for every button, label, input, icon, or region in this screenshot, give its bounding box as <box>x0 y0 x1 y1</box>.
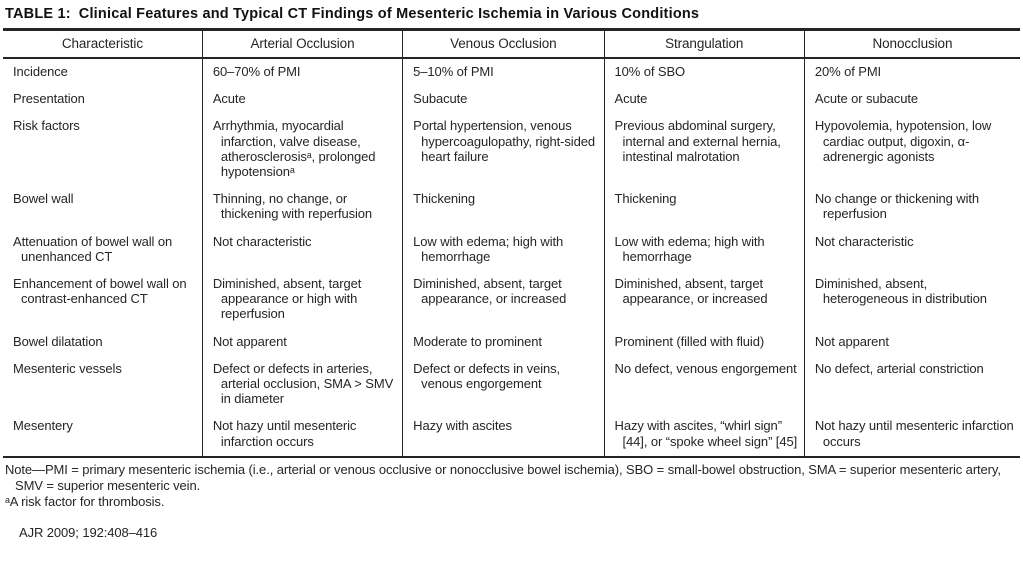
cell-arterial: Not hazy until mesenteric infarction occ… <box>212 418 357 449</box>
cell-arterial: 60–70% of PMI <box>212 64 301 79</box>
table-number-label: TABLE 1: <box>5 6 71 22</box>
row-label: Bowel dilatation <box>13 333 103 349</box>
note-footnote-a: ᵃA risk factor for thrombosis. <box>5 494 165 510</box>
table-title-text: Clinical Features and Typical CT Finding… <box>78 6 700 22</box>
cell-arterial: Not apparent <box>212 333 287 349</box>
cell-strangulation: Acute <box>614 91 648 107</box>
column-header-nonocclusion: Nonocclusion <box>803 29 1020 59</box>
cell-arterial: Arrhythmia, myocardial infarction, valve… <box>212 118 376 180</box>
cell-nonocclusion: Not apparent <box>814 333 889 349</box>
table-row-presentation: Presentation Acute Subacute Acute Acute … <box>3 86 1020 114</box>
cell-strangulation: Low with edema; high with hemorrhage <box>614 233 765 264</box>
table-notes: Note—PMI = primary mesenteric ischemia (… <box>3 458 1020 541</box>
row-label: Enhancement of bowel wall on contrast-en… <box>13 276 187 307</box>
cell-strangulation: Prominent (filled with fluid) <box>614 333 765 349</box>
table-row-attenuation: Attenuation of bowel wall on unenhanced … <box>3 228 1020 272</box>
table-title: TABLE 1: Clinical Features and Typical CT… <box>3 4 1020 28</box>
cell-arterial: Acute <box>212 91 246 107</box>
cell-nonocclusion: Hypovolemia, hypotension, low cardiac ou… <box>814 118 992 164</box>
cell-nonocclusion: Acute or subacute <box>814 91 918 107</box>
column-header-arterial-occlusion: Arterial Occlusion <box>201 29 403 59</box>
cell-venous: Diminished, absent, target appearance, o… <box>413 276 567 307</box>
cell-venous: 5–10% of PMI <box>413 64 494 79</box>
cell-strangulation: Diminished, absent, target appearance, o… <box>614 276 768 307</box>
cell-nonocclusion: No change or thickening with reperfusion <box>814 191 980 222</box>
cell-venous: Subacute <box>413 91 468 107</box>
cell-nonocclusion: 20% of PMI <box>814 64 882 79</box>
cell-venous: Moderate to prominent <box>413 333 542 349</box>
clinical-features-table: Characteristic Arterial Occlusion Venous… <box>3 28 1020 458</box>
cell-strangulation: Previous abdominal surgery, internal and… <box>614 118 781 164</box>
journal-citation: AJR 2009; 192:408–416 <box>19 524 158 540</box>
table-row-incidence: Incidence 60–70% of PMI 5–10% of PMI 10%… <box>3 58 1020 87</box>
cell-strangulation: No defect, venous engorgement <box>614 360 797 376</box>
cell-venous: Low with edema; high with hemorrhage <box>413 233 564 264</box>
cell-arterial: Thinning, no change, or thickening with … <box>212 191 373 222</box>
column-header-venous-occlusion: Venous Occlusion <box>402 29 605 59</box>
row-label: Mesenteric vessels <box>13 360 122 376</box>
cell-strangulation: Hazy with ascites, “whirl sign” [44], or… <box>614 418 798 449</box>
row-label: Mesentery <box>13 418 73 434</box>
table-row-mesenteric-vessels: Mesenteric vessels Defect or defects in … <box>3 355 1020 414</box>
column-header-strangulation: Strangulation <box>603 29 805 59</box>
cell-strangulation: Thickening <box>614 191 677 207</box>
cell-arterial: Defect or defects in arteries, arterial … <box>212 360 394 407</box>
row-label: Incidence <box>13 64 68 79</box>
cell-strangulation: 10% of SBO <box>614 64 686 79</box>
table-row-bowel-wall: Bowel wall Thinning, no change, or thick… <box>3 186 1020 229</box>
note-abbreviations: Note—PMI = primary mesenteric ischemia (… <box>5 461 1001 494</box>
column-header-characteristic: Characteristic <box>3 29 203 59</box>
cell-venous: Thickening <box>413 191 476 207</box>
table-header-row: Characteristic Arterial Occlusion Venous… <box>3 29 1020 59</box>
cell-venous: Portal hypertension, venous hypercoagulo… <box>413 118 595 164</box>
cell-nonocclusion: Not characteristic <box>814 233 914 249</box>
cell-venous: Defect or defects in veins, venous engor… <box>413 360 561 392</box>
table-row-risk-factors: Risk factors Arrhythmia, myocardial infa… <box>3 113 1020 187</box>
row-label: Presentation <box>13 91 85 107</box>
cell-venous: Hazy with ascites <box>413 418 512 434</box>
row-label: Risk factors <box>13 118 80 134</box>
cell-arterial: Diminished, absent, target appearance or… <box>212 276 362 322</box>
table-row-mesentery: Mesentery Not hazy until mesenteric infa… <box>3 413 1020 457</box>
cell-nonocclusion: Diminished, absent, heterogeneous in dis… <box>814 276 987 307</box>
row-label: Attenuation of bowel wall on unenhanced … <box>13 233 173 264</box>
cell-arterial: Not characteristic <box>212 233 312 249</box>
cell-nonocclusion: No defect, arterial constriction <box>814 360 984 376</box>
cell-nonocclusion: Not hazy until mesenteric infarction occ… <box>814 418 1014 449</box>
row-label: Bowel wall <box>13 191 74 207</box>
table-row-bowel-dilatation: Bowel dilatation Not apparent Moderate t… <box>3 328 1020 356</box>
table-row-enhancement: Enhancement of bowel wall on contrast-en… <box>3 271 1020 329</box>
